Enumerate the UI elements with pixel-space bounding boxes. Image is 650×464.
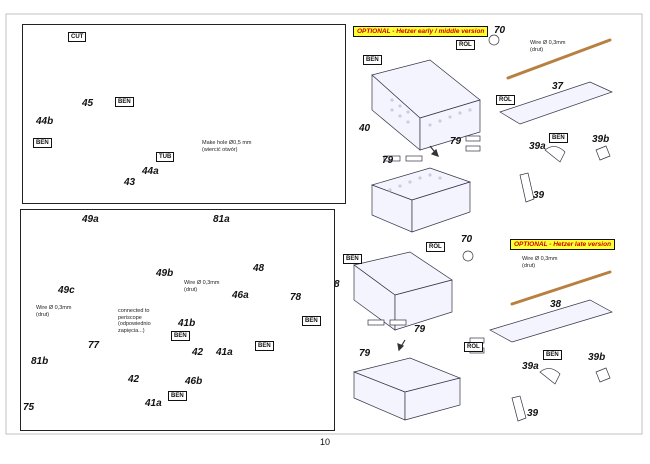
part-number-81a: 81a	[213, 214, 230, 225]
part-number-39a: 39a	[522, 361, 539, 372]
part-number-49b: 49b	[156, 268, 174, 279]
part-number-44b: 44b	[36, 116, 54, 127]
tag-ben: BEN	[363, 55, 382, 65]
part-number-78: 78	[290, 292, 302, 303]
assembly-arrows-bd	[397, 145, 439, 352]
wire-note: Wire Ø 0,3mm (drut)	[530, 40, 566, 53]
part-number-70: 70	[494, 25, 506, 36]
part-number-42: 42	[192, 347, 204, 358]
part-number-77: 77	[88, 340, 100, 351]
part-number-79: 79	[450, 136, 462, 147]
rod-part-70-early	[488, 34, 612, 80]
storage-box-early	[370, 59, 481, 233]
tag-ben: BEN	[543, 350, 562, 360]
part-number-46a: 46a	[232, 290, 249, 301]
box-vent-holes-early	[388, 98, 472, 192]
wire-note: Wire Ø 0,3mm (drut)	[522, 256, 558, 269]
periscope-note: connected to periscope (odpowiednio zapi…	[118, 308, 151, 334]
part-number-44a: 44a	[142, 166, 159, 177]
tag-ben: BEN	[343, 254, 362, 264]
page-number: 10	[319, 437, 330, 447]
tag-rol: ROL	[426, 242, 445, 252]
part-number-46b: 46b	[185, 376, 203, 387]
tag-cut: CUT	[68, 32, 87, 42]
tag-rol: ROL	[456, 40, 475, 50]
part-number-79: 79	[359, 348, 371, 359]
part-number-41a: 41a	[145, 398, 162, 409]
part-number-8: 8	[334, 279, 340, 290]
rod-part-70-late	[462, 250, 612, 306]
tag-rol: ROL	[496, 95, 515, 105]
tag-ben: BEN	[33, 138, 52, 148]
hinge-strip-37	[499, 81, 613, 125]
part-number-39b: 39b	[588, 352, 606, 363]
hole-note: Make hole Ø0,5 mm (wiercić otwór)	[202, 140, 252, 153]
part-number-41a: 41a	[216, 347, 233, 358]
tag-ben: BEN	[255, 341, 274, 351]
tag-ben: BEN	[115, 97, 134, 107]
tag-ben: BEN	[549, 133, 568, 143]
part-number-37: 37	[552, 81, 564, 92]
part-number-38: 38	[550, 299, 562, 310]
part-number-49a: 49a	[82, 214, 99, 225]
part-number-45: 45	[82, 98, 94, 109]
part-number-75: 75	[23, 402, 35, 413]
part-number-40: 40	[359, 123, 371, 134]
tag-ben: BEN	[302, 316, 321, 326]
storage-box-late	[352, 251, 462, 421]
tag-ben: BEN	[171, 331, 190, 341]
tag-ben: BEN	[168, 391, 187, 401]
hinge-strip-38	[489, 299, 613, 343]
part-number-70: 70	[461, 234, 473, 245]
tag-rol: ROL	[464, 342, 483, 352]
panel-machine-gun	[22, 24, 346, 204]
part-number-39: 39	[527, 408, 539, 419]
part-number-39a: 39a	[529, 141, 546, 152]
part-number-39b: 39b	[592, 134, 610, 145]
part-number-48: 48	[253, 263, 265, 274]
small-parts-early	[383, 135, 611, 203]
part-number-81b: 81b	[31, 356, 49, 367]
part-number-39: 39	[533, 190, 545, 201]
wire-note: Wire Ø 0,3mm (drut)	[36, 305, 72, 318]
part-number-79: 79	[414, 324, 426, 335]
part-number-43: 43	[124, 177, 136, 188]
part-number-41b: 41b	[178, 318, 196, 329]
optional-early-middle-banner: OPTIONAL - Hetzer early / middle version	[353, 26, 489, 37]
part-number-79: 79	[382, 155, 394, 166]
wire-note: Wire Ø 0,3mm (drut)	[184, 280, 220, 293]
tag-tub: TUB	[156, 152, 175, 162]
part-number-49c: 49c	[58, 285, 75, 296]
optional-late-banner: OPTIONAL - Hetzer late version	[510, 239, 616, 250]
part-number-42: 42	[128, 374, 140, 385]
